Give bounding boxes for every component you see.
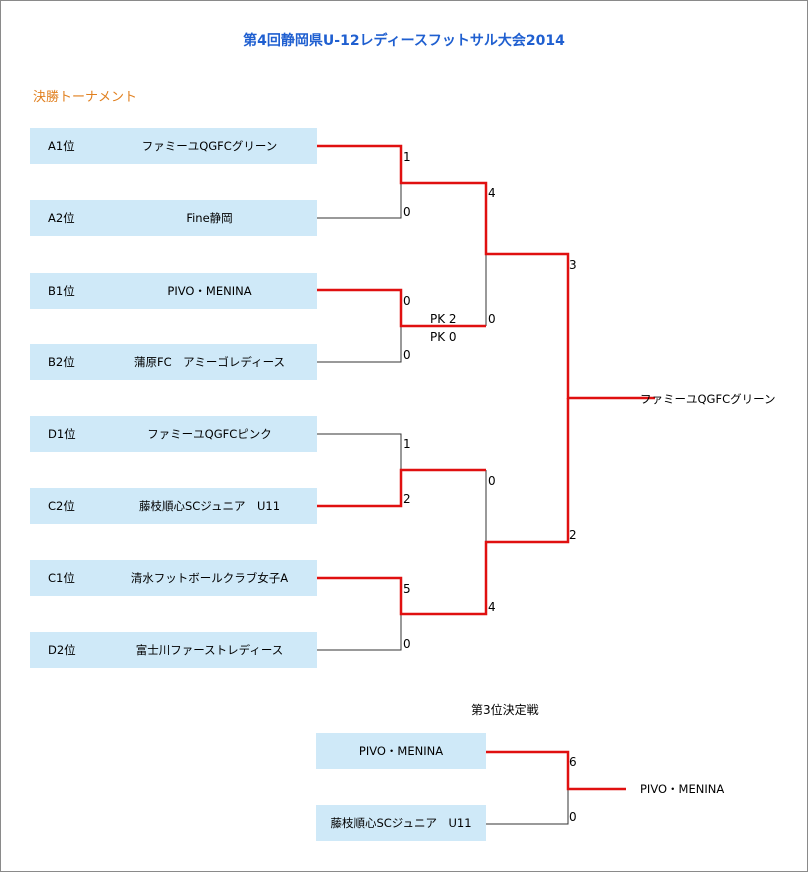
team-name: ファミーユQGFCグリーン [141,139,278,153]
team-name: 清水フットボールクラブ女子A [130,571,289,585]
seed-label: B2位 [48,355,75,369]
bracket-line [317,614,402,651]
bracket-line [317,183,402,219]
winner-line [317,144,655,400]
team-name: 蒲原FC アミーゴレディース [133,355,286,369]
score-r1-d2: 0 [403,637,411,651]
third-place-heading: 第3位決定戦 [471,703,539,717]
score-third-top: 6 [569,755,577,769]
winner-line [317,398,570,616]
team-name: PIVO・MENINA [167,284,252,298]
bracket-line [486,789,569,825]
score-r1-c1: 5 [403,582,411,596]
winner-line [486,750,626,791]
seed-label: C1位 [48,571,75,585]
score-final-bottom: 2 [569,528,577,542]
team-box-a1: A1位 ファミーユQGFCグリーン [30,128,317,164]
team-name: ファミーユQGFCピンク [147,427,272,441]
team-name: Fine静岡 [186,211,233,225]
team-name: 富士川ファーストレディース [135,643,284,657]
team-name: PIVO・MENINA [358,744,444,758]
team-name: 藤枝順心SCジュニア U11 [138,499,281,513]
score-r1-b1: 0 [403,294,411,308]
winner-line [317,288,486,328]
seed-label: C2位 [48,499,75,513]
score-final-top: 3 [569,258,577,272]
score-r1-b2: 0 [403,348,411,362]
score-r1-c2: 2 [403,492,411,506]
score-r2-bottom: 4 [488,600,496,614]
score-third-bottom: 0 [569,810,577,824]
seed-label: A2位 [48,211,75,225]
team-box-d2: D2位 富士川ファーストレディース [30,632,317,668]
score-r1-d1: 1 [403,437,411,451]
seed-label: A1位 [48,139,75,153]
team-box-b2: B2位 蒲原FC アミーゴレディース [30,344,317,380]
champion-name: ファミーユQGFCグリーン [640,392,776,406]
team-box-b1: B1位 PIVO・MENINA [30,273,317,309]
team-name: 藤枝順心SCジュニア U11 [330,816,472,830]
score-r2-top: 4 [488,186,496,200]
seed-label: D1位 [48,427,76,441]
seed-label: B1位 [48,284,75,298]
bracket-line [317,433,402,470]
team-box-c2: C2位 藤枝順心SCジュニア U11 [30,488,317,524]
score-r2-lower-top: 0 [488,474,496,488]
third-place-team-box: 藤枝順心SCジュニア U11 [316,805,486,841]
third-place-team-box: PIVO・MENINA [316,733,486,769]
pk-score-b2: PK 0 [430,330,457,344]
third-place-winner: PIVO・MENINA [640,782,725,796]
section-subtitle: 決勝トーナメント [33,90,138,105]
winner-line [317,468,486,508]
bracket-line [317,326,402,363]
team-box-c1: C1位 清水フットボールクラブ女子A [30,560,317,596]
page-title: 第4回静岡県U-12レディースフットサル大会2014 [243,33,565,49]
seed-label: D2位 [48,643,76,657]
team-box-a2: A2位 Fine静岡 [30,200,317,236]
score-r1-a1: 1 [403,150,411,164]
score-r1-a2: 0 [403,205,411,219]
pk-score-b1: PK 2 [430,312,457,326]
score-r2-upper-bottom: 0 [488,312,496,326]
team-box-d1: D1位 ファミーユQGFCピンク [30,416,317,452]
